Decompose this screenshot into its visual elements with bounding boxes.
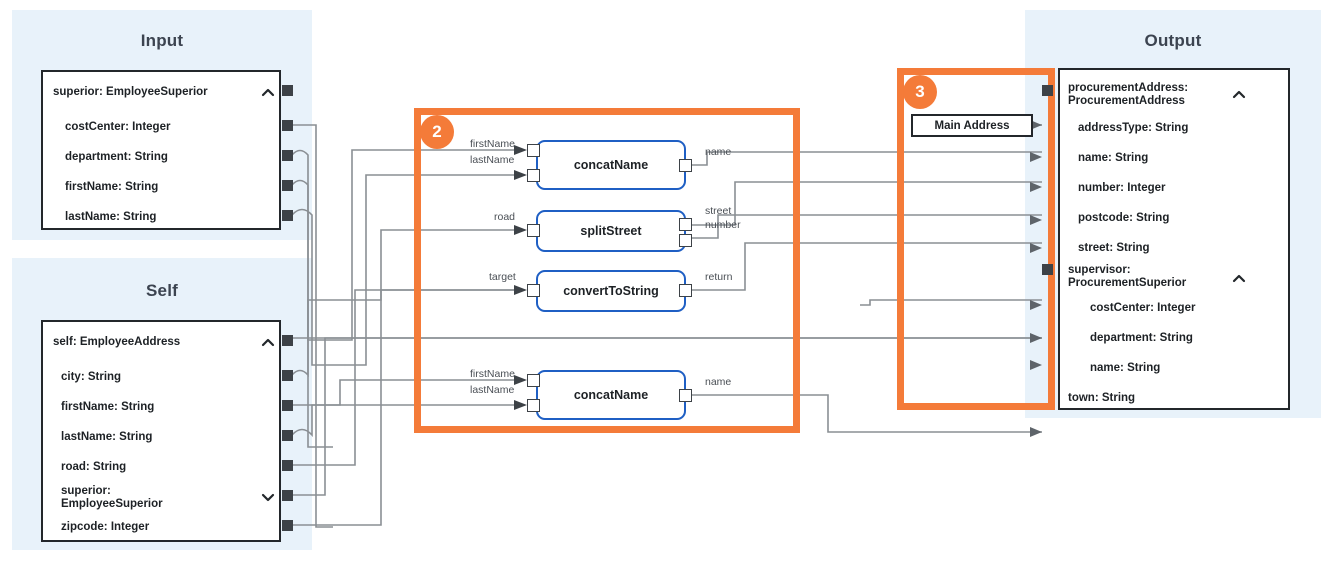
output-port-supervisor[interactable] [1042,264,1053,275]
input-field-2: firstName: String [65,181,159,193]
chevron-up-icon[interactable] [261,86,275,100]
input-field-0: costCenter: Integer [65,121,171,133]
output-struct-header: procurementAddress: ProcurementAddress [1068,82,1189,107]
node1-label-name: name [705,146,732,158]
node3-input-port-target[interactable] [527,284,540,297]
highlight-badge-2: 2 [420,115,454,149]
output-field-5: supervisor: ProcurementSuperior [1068,264,1187,289]
node1-input-port-lastname[interactable] [527,169,540,182]
self-field-5: zipcode: Integer [61,521,150,533]
input-field-1: department: String [65,151,168,163]
input-struct-header: superior: EmployeeSuperior [53,86,208,98]
self-panel-title: Self [146,281,178,300]
output-field-6: costCenter: Integer [1090,302,1196,314]
node2-output-port-street[interactable] [679,218,692,231]
chevron-down-icon[interactable] [261,490,275,504]
function-node-concatname-2[interactable]: concatName [536,370,686,420]
self-field-0: city: String [61,371,122,383]
node3-output-port-return[interactable] [679,284,692,297]
node4-label-lastname: lastName [470,384,515,396]
output-field-7: department: String [1090,332,1193,344]
node4-label-firstname: firstName [470,368,515,380]
node1-label-firstname: firstName [470,138,515,150]
chevron-up-icon[interactable] [1232,272,1246,286]
node4-input-port-firstname[interactable] [527,374,540,387]
self-port-superior[interactable] [282,490,293,501]
output-struct-box[interactable]: procurementAddress: ProcurementAddress a… [1058,68,1290,410]
output-field-9: town: String [1068,392,1136,404]
self-field-2: lastName: String [61,431,153,443]
node3-label-target: target [489,271,516,283]
input-panel-title: Input [140,31,184,50]
input-struct-box[interactable]: superior: EmployeeSuperior costCenter: I… [41,70,281,230]
self-port-firstname[interactable] [282,400,293,411]
input-port-firstname[interactable] [282,180,293,191]
main-address-literal[interactable]: Main Address [911,114,1033,137]
self-struct-header: self: EmployeeAddress [53,336,181,348]
chevron-up-icon[interactable] [261,336,275,350]
node3-label-return: return [705,271,733,283]
output-mapping-region-highlight [897,68,1055,410]
node2-label-road: road [494,211,516,223]
node2-output-port-number[interactable] [679,234,692,247]
self-port-zipcode[interactable] [282,520,293,531]
output-field-1: name: String [1078,152,1149,164]
self-field-3: road: String [61,461,127,473]
output-field-3: postcode: String [1078,212,1170,224]
self-port-city[interactable] [282,370,293,381]
self-struct-box[interactable]: self: EmployeeAddress city: String first… [41,320,281,542]
self-field-1: firstName: String [61,401,155,413]
node2-input-port-road[interactable] [527,224,540,237]
output-panel-title: Output [1144,31,1202,50]
input-field-3: lastName: String [65,211,157,223]
input-port-lastname[interactable] [282,210,293,221]
output-port-header[interactable] [1042,85,1053,96]
function-node-concatname-1[interactable]: concatName [536,140,686,190]
self-port-road[interactable] [282,460,293,471]
node4-label-name: name [705,376,732,388]
node1-label-lastname: lastName [470,154,515,166]
input-port-department[interactable] [282,150,293,161]
output-field-0: addressType: String [1078,122,1189,134]
function-node-splitstreet[interactable]: splitStreet [536,210,686,252]
output-field-2: number: Integer [1078,182,1166,194]
node2-label-street: street [705,205,732,217]
chevron-up-icon[interactable] [1232,88,1246,102]
input-port-header[interactable] [282,85,293,96]
self-port-header[interactable] [282,335,293,346]
output-field-4: street: String [1078,242,1150,254]
function-node-converttostring[interactable]: convertToString [536,270,686,312]
functions-region-highlight [414,108,800,433]
self-field-4: superior: EmployeeSuperior [61,485,163,510]
self-port-lastname[interactable] [282,430,293,441]
highlight-badge-3: 3 [903,75,937,109]
node4-input-port-lastname[interactable] [527,399,540,412]
node1-input-port-firstname[interactable] [527,144,540,157]
node4-output-port-name[interactable] [679,389,692,402]
node2-label-number: number [705,219,741,231]
node1-output-port-name[interactable] [679,159,692,172]
output-field-8: name: String [1090,362,1161,374]
input-port-costcenter[interactable] [282,120,293,131]
